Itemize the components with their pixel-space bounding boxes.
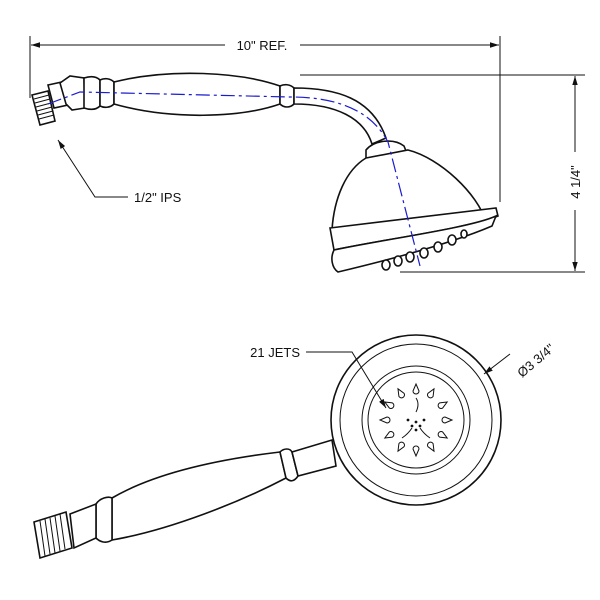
handle-body-face-view	[111, 451, 287, 541]
handle-neck-face-view	[291, 438, 337, 477]
jets-label: 21 JETS	[250, 345, 300, 360]
jets-leader	[306, 351, 387, 409]
threaded-connector-face-view	[33, 510, 73, 560]
height-label: 4 1/4"	[568, 165, 583, 199]
face-outer-rim	[330, 334, 502, 506]
side-view: 10" REF. 4 1/4"	[29, 36, 585, 273]
diameter-leader	[483, 353, 511, 375]
diameter-label: Ø3 3/4"	[514, 341, 557, 381]
connector-base	[69, 502, 97, 550]
face-view: 21 JETS Ø3 3/4"	[33, 334, 558, 560]
connection-leader	[57, 139, 128, 198]
spray-plate-inner	[367, 371, 465, 469]
handle-collar-rear	[279, 83, 295, 108]
spray-plate	[361, 365, 471, 475]
spray-nozzles	[381, 229, 468, 271]
curved-arm	[293, 87, 388, 146]
handle-collar-lower	[95, 496, 113, 543]
spray-jets	[378, 382, 454, 458]
connection-label: 1/2" IPS	[134, 190, 182, 205]
centerline	[47, 91, 421, 267]
face-inner-rim	[339, 343, 493, 497]
length-label: 10" REF.	[237, 38, 288, 53]
